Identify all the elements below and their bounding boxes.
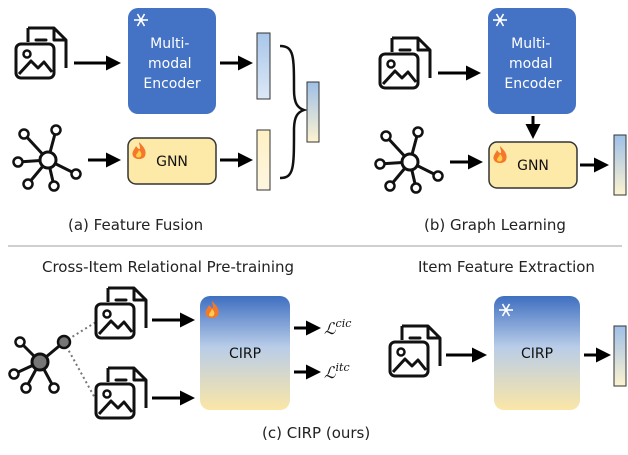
document-image-icon bbox=[94, 366, 148, 420]
item-graph-icon bbox=[8, 321, 97, 401]
caption-cirp: (c) CIRP (ours) bbox=[262, 424, 371, 442]
gnn-label: GNN bbox=[517, 158, 549, 174]
caption-feature-fusion: (a) Feature Fusion bbox=[68, 216, 204, 234]
embedding-bar bbox=[613, 134, 627, 196]
loss-itc: ℒitc bbox=[324, 361, 350, 382]
encoder-label: Multi- modal Encoder bbox=[504, 36, 561, 92]
graph-icon bbox=[374, 126, 444, 194]
embedding-bar bbox=[256, 32, 271, 100]
title-cross-item-pretraining: Cross-Item Relational Pre-training bbox=[42, 258, 295, 276]
panel-a: Multi- modal Encoder GNN bbox=[12, 8, 320, 192]
document-image-icon bbox=[14, 26, 68, 80]
gnn-box bbox=[488, 141, 578, 189]
fused-embedding-bar bbox=[306, 81, 320, 143]
title-item-feature-extraction: Item Feature Extraction bbox=[418, 258, 595, 276]
cirp-model-box bbox=[494, 296, 580, 410]
caption-graph-learning: (b) Graph Learning bbox=[424, 216, 566, 234]
encoder-label: Multi- modal Encoder bbox=[143, 36, 200, 92]
cirp-label: CIRP bbox=[229, 346, 261, 362]
gnn-label: GNN bbox=[156, 154, 188, 170]
document-image-icon bbox=[94, 286, 148, 340]
embedding-bar bbox=[613, 325, 627, 387]
embedding-bar bbox=[256, 129, 271, 191]
graph-icon bbox=[12, 124, 82, 192]
panel-b: Multi- modal Encoder GNN bbox=[374, 8, 627, 196]
fusion-brace bbox=[279, 44, 308, 180]
cirp-label: CIRP bbox=[521, 346, 553, 362]
document-image-icon bbox=[378, 36, 432, 90]
loss-cic: ℒcic bbox=[324, 317, 351, 338]
document-image-icon bbox=[388, 324, 442, 378]
panel-c-extraction: CIRP bbox=[388, 296, 627, 410]
multimodal-encoder-box bbox=[488, 8, 576, 114]
panel-c-pretraining: CIRP ℒcic ℒitc bbox=[8, 286, 351, 420]
multimodal-encoder-box bbox=[128, 8, 216, 114]
cirp-model-box bbox=[200, 296, 290, 410]
gnn-box bbox=[127, 137, 217, 185]
